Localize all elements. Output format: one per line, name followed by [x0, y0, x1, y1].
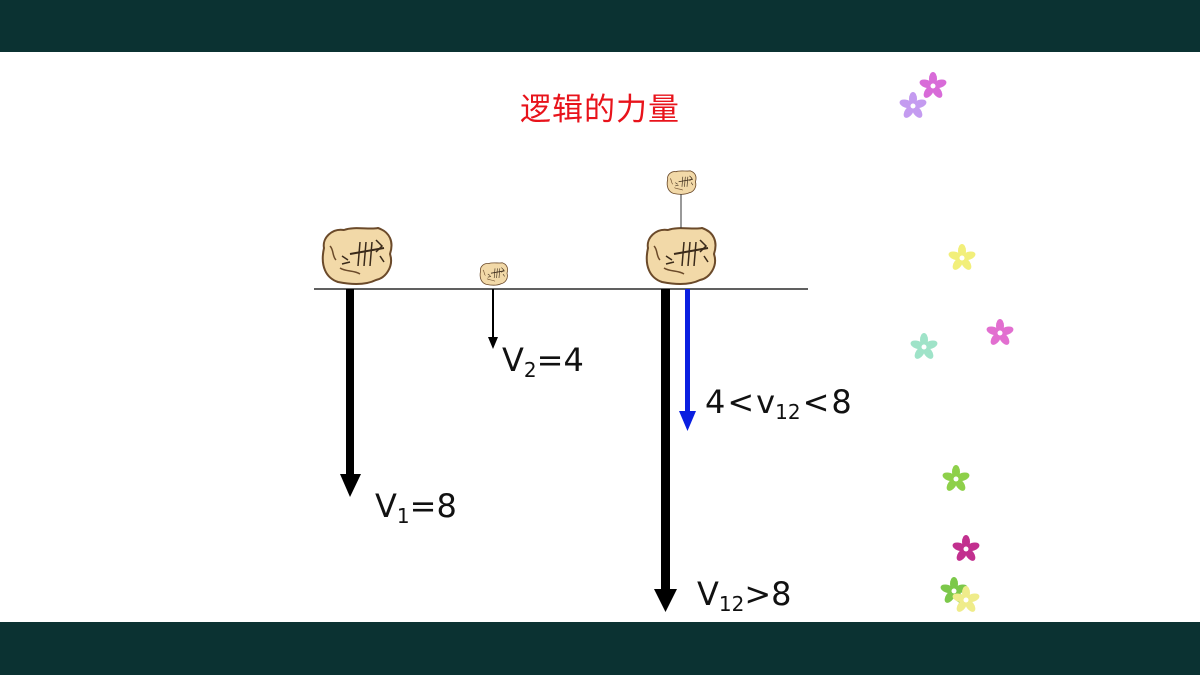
- flower-icon: [918, 72, 948, 100]
- flower-icon: [909, 333, 939, 361]
- large-stone-icon: [321, 227, 393, 285]
- label-v2: V2=4: [502, 341, 584, 382]
- label-v12-range: 4<v12<8: [705, 383, 852, 424]
- arrow-v1-shaft: [346, 289, 354, 475]
- arrow-v1-head: [340, 474, 361, 497]
- arrow-v12-head: [654, 589, 677, 612]
- large-stone-icon: [645, 227, 717, 285]
- top-band: [0, 0, 1200, 52]
- small-stone-icon: [479, 262, 509, 286]
- bottom-band: [0, 622, 1200, 675]
- flower-icon: [898, 92, 928, 120]
- slide-title: 逻辑的力量: [520, 92, 680, 128]
- arrow-v12-range-head: [679, 411, 696, 431]
- flower-icon: [985, 319, 1015, 347]
- arrow-v2-head: [488, 337, 498, 349]
- flower-icon: [951, 535, 981, 563]
- label-v1: V1=8: [375, 487, 457, 528]
- label-v12: V12>8: [697, 575, 792, 616]
- small-stone-icon: [666, 170, 697, 195]
- arrow-v12-range-shaft: [685, 289, 690, 413]
- arrow-v12-shaft: [661, 289, 670, 591]
- flower-icon: [947, 244, 977, 272]
- flower-icon: [941, 465, 971, 493]
